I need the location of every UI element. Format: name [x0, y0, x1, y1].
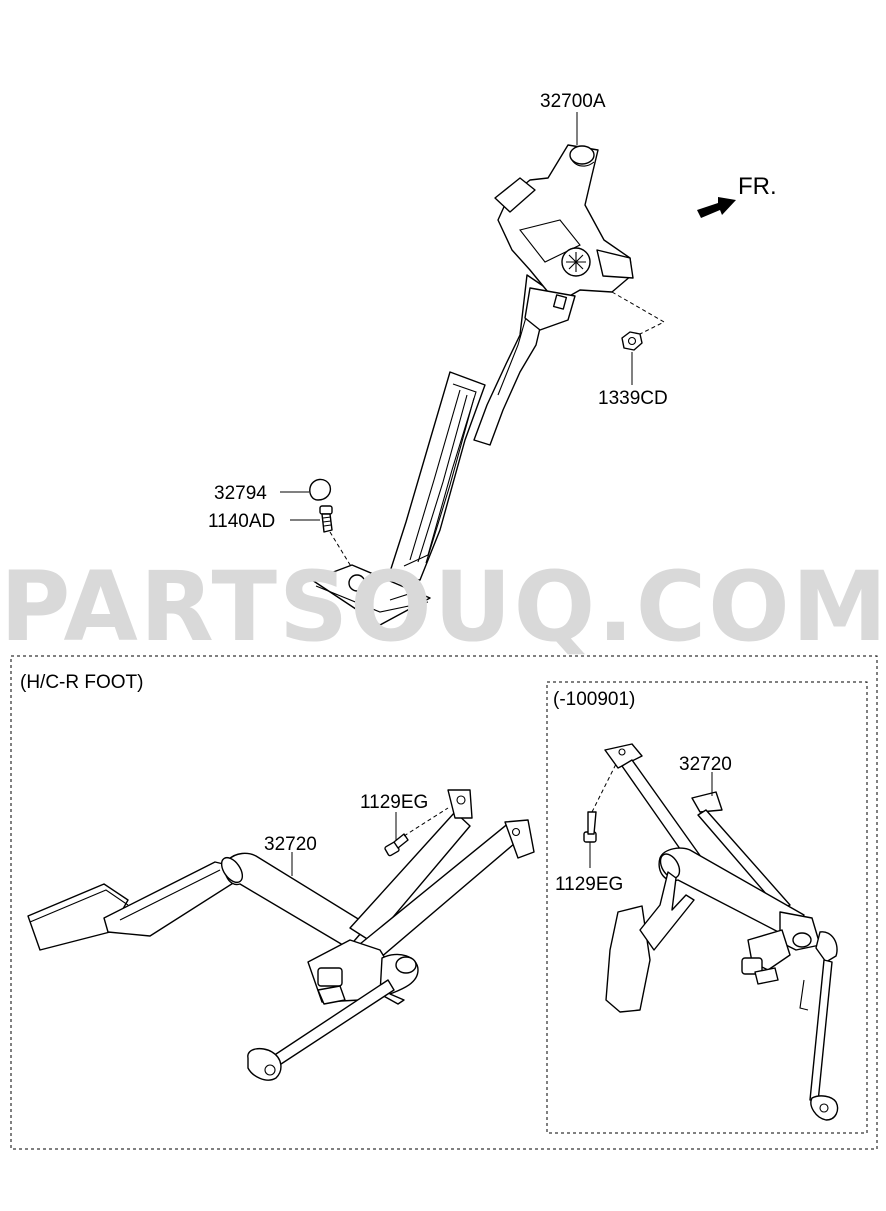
- bolt-100901-dash-line: [591, 763, 617, 813]
- pedal-32720-hcr[interactable]: [27, 789, 535, 1081]
- label-32720-100901: 32720: [679, 754, 732, 775]
- front-label: FR.: [738, 173, 777, 200]
- label-1129eg-100901: 1129EG: [555, 874, 623, 895]
- watermark: PARTSOUQ.COM: [0, 551, 886, 663]
- nut-dash-line: [611, 291, 666, 335]
- bolt-1129eg-hcr[interactable]: [384, 833, 409, 857]
- inset-frame-hcr-foot: [10, 655, 878, 1150]
- label-1129eg-hcr: 1129EG: [360, 792, 428, 813]
- label-32794: 32794: [214, 483, 267, 504]
- label-1339cd: 1339CD: [598, 388, 668, 409]
- accelerator-pedal-assembly[interactable]: [311, 144, 634, 626]
- front-direction-arrow: FR.: [697, 173, 777, 218]
- bolt-1140ad[interactable]: [319, 505, 333, 533]
- inset-title-hcr-foot: (H/C-R FOOT): [20, 672, 143, 693]
- bolt-hcr-dash-line: [403, 807, 449, 837]
- inset-frame-100901: [546, 681, 868, 1134]
- label-32700a: 32700A: [540, 91, 606, 112]
- label-1140ad: 1140AD: [208, 511, 275, 532]
- inset-title-100901: (-100901): [553, 689, 635, 710]
- stopper-32794[interactable]: [309, 478, 332, 501]
- label-32720-hcr: 32720: [264, 834, 317, 855]
- bolt-dash-line: [329, 531, 353, 569]
- bolt-1129eg-100901[interactable]: [583, 811, 597, 843]
- pedal-32720-100901[interactable]: [604, 743, 839, 1121]
- nut-1339cd[interactable]: [621, 331, 643, 351]
